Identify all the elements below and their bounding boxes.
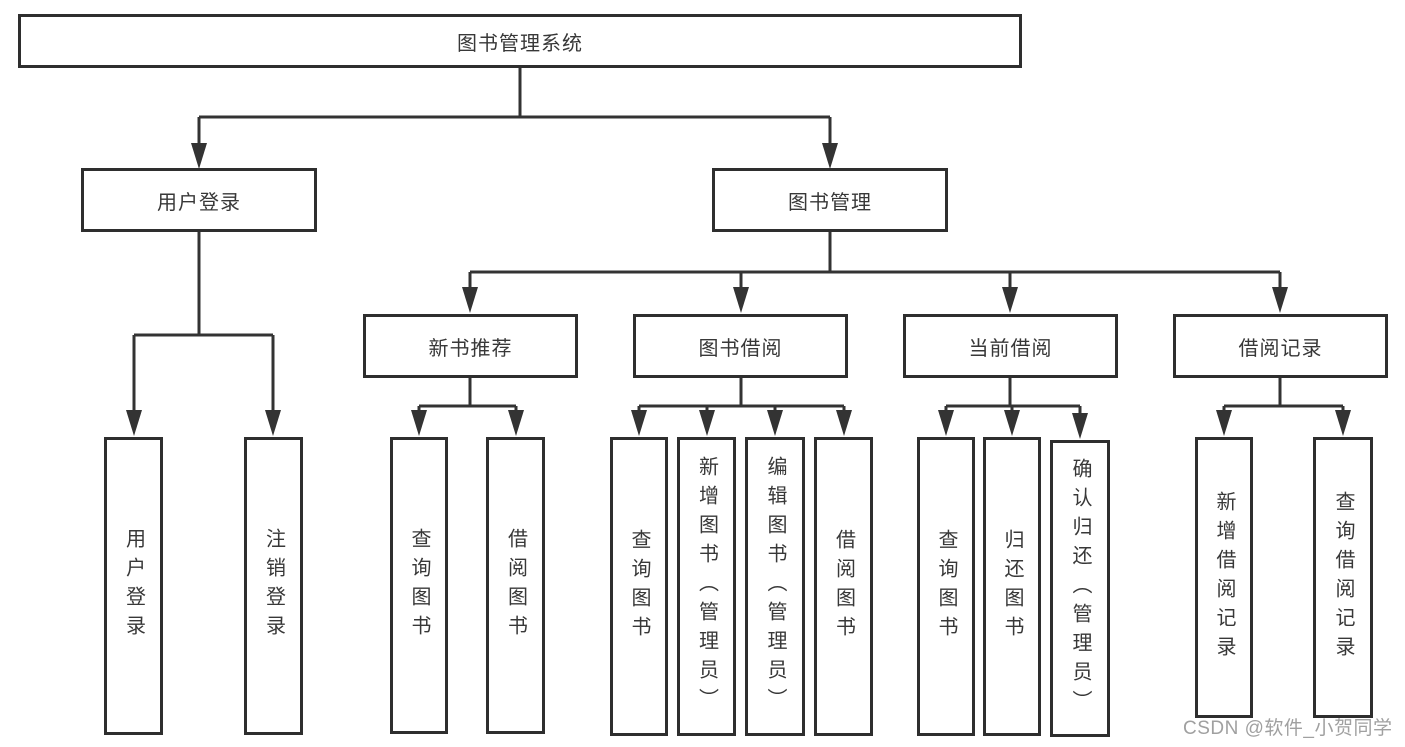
node-user-login: 用户登录 [81,168,317,232]
node-new-book-recommend: 新书推荐 [363,314,578,378]
leaf-borrow-books-borrow: 借阅图书 [814,437,873,736]
csdn-watermark: CSDN @软件_小贺同学 [1183,718,1393,739]
leaf-query-books-borrow: 查询图书 [610,437,668,736]
leaf-add-borrow-record: 新增借阅记录 [1195,437,1253,718]
leaf-query-books-recommend: 查询图书 [390,437,448,734]
node-book-borrow: 图书借阅 [633,314,848,378]
leaf-query-books-current: 查询图书 [917,437,975,736]
node-borrow-records: 借阅记录 [1173,314,1388,378]
leaf-borrow-books-recommend: 借阅图书 [486,437,545,734]
leaf-query-borrow-record: 查询借阅记录 [1313,437,1373,718]
leaf-user-login: 用户登录 [104,437,163,735]
leaf-add-book-admin: 新增图书（管理员） [677,437,736,736]
leaf-return-books: 归还图书 [983,437,1041,736]
leaf-confirm-return-admin: 确认归还（管理员） [1050,440,1110,737]
leaf-logout: 注销登录 [244,437,303,735]
node-root: 图书管理系统 [18,14,1022,68]
arrowhead-icons [126,143,1351,439]
node-book-management: 图书管理 [712,168,948,232]
leaf-edit-book-admin: 编辑图书（管理员） [745,437,805,736]
node-current-borrow: 当前借阅 [903,314,1118,378]
